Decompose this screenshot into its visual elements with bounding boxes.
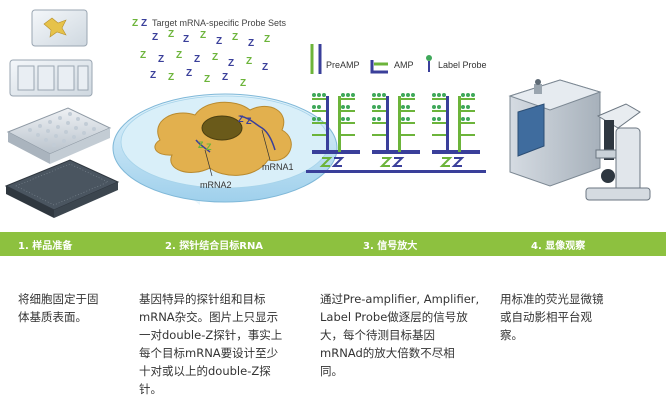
- preamp-label: PreAMP: [326, 60, 360, 70]
- svg-text:Z: Z: [152, 32, 158, 43]
- mrna1-label: mRNA1: [262, 162, 294, 172]
- svg-text:Z: Z: [168, 72, 174, 83]
- svg-text:Z: Z: [240, 78, 246, 89]
- svg-text:Z: Z: [168, 29, 174, 40]
- step-2-label: 2. 探针结合目标RNA: [165, 241, 264, 252]
- svg-text:Z: Z: [222, 72, 228, 83]
- description-line: Label Probe做逐层的信号放: [320, 310, 468, 324]
- step-1-description: 将细胞固定于固 体基质表面。: [18, 290, 133, 326]
- description-line: 同。: [320, 364, 343, 378]
- mrna1-strand: [239, 115, 276, 151]
- svg-text:Z: Z: [228, 58, 234, 69]
- description-line: 或自动影相平台观: [500, 310, 592, 324]
- cell-nucleus: [201, 115, 243, 141]
- description-line: 察。: [500, 328, 523, 342]
- description-line: mRNAd的放大倍数不尽相: [320, 346, 455, 360]
- step-4-description: 用标准的荧光显微镜 或自动影相平台观 察。: [500, 290, 650, 344]
- well-plate-icon: [6, 107, 112, 164]
- svg-text:Z: Z: [132, 18, 138, 29]
- step-3-label: 3. 信号放大: [363, 241, 418, 252]
- description-line: 大，每个待测目标基因: [320, 328, 435, 342]
- svg-text:Z: Z: [204, 74, 210, 85]
- imaging-station-icon: [508, 79, 602, 187]
- description-line: 通过Pre-amplifier, Amplifier,: [320, 292, 480, 306]
- amp-legend-icon: [370, 60, 388, 74]
- steps-bar: 1. 样品准备 2. 探针结合目标RNA 3. 信号放大 4. 显像观察: [0, 232, 666, 256]
- svg-text:Z: Z: [238, 114, 244, 124]
- chamber-slide-icon: [9, 59, 93, 97]
- svg-text:Z: Z: [206, 142, 212, 152]
- step-1-label: 1. 样品准备: [18, 241, 73, 252]
- svg-text:Z: Z: [140, 50, 146, 61]
- description-line: mRNA杂交。图片上只显示: [139, 310, 279, 324]
- amp-label: AMP: [394, 60, 414, 70]
- svg-text:Z: Z: [183, 34, 189, 45]
- slide-with-cell-icon: [31, 9, 88, 47]
- svg-text:Z: Z: [141, 18, 147, 29]
- svg-text:Z: Z: [264, 34, 270, 45]
- svg-text:Z: Z: [212, 52, 218, 63]
- svg-text:Z: Z: [216, 36, 222, 47]
- amplification-tree-2: [366, 93, 426, 173]
- svg-text:Z: Z: [246, 56, 252, 67]
- description-line: 基因特异的探针组和目标: [139, 292, 266, 306]
- svg-text:Z: Z: [232, 32, 238, 43]
- description-line: 十对或以上的double-Z探: [139, 364, 271, 378]
- svg-text:Z: Z: [248, 38, 254, 49]
- description-line: 针。: [139, 382, 162, 396]
- label-probe-label: Label Probe: [438, 60, 487, 70]
- svg-text:Z: Z: [158, 54, 164, 65]
- mrna2-strand: [195, 139, 211, 153]
- description-line: 用标准的荧光显微镜: [500, 292, 604, 306]
- svg-text:Z: Z: [194, 54, 200, 65]
- mrna2-label: mRNA2: [200, 180, 232, 190]
- svg-text:Z: Z: [150, 70, 156, 81]
- step-2-description: 基因特异的探针组和目标 mRNA杂交。图片上只显示 一对double-Z探针，事…: [139, 290, 299, 398]
- amplification-tree-1: [306, 93, 366, 173]
- probe-sets-label: Target mRNA-specific Probe Sets: [152, 18, 287, 28]
- description-line: 体基质表面。: [18, 310, 87, 324]
- svg-text:Z: Z: [246, 116, 252, 126]
- svg-text:Z: Z: [186, 68, 192, 79]
- microscope-icon: [585, 103, 651, 201]
- step-4-label: 4. 显像观察: [531, 241, 586, 252]
- svg-text:Z: Z: [262, 62, 268, 73]
- label-probe-legend-icon: [426, 55, 432, 72]
- amplification-tree-3: [426, 93, 486, 173]
- preamp-legend-icon: [310, 44, 322, 74]
- description-line: 每个目标mRNA要设计至少: [139, 346, 279, 360]
- svg-text:Z: Z: [200, 30, 206, 41]
- svg-text:Z: Z: [176, 50, 182, 61]
- svg-text:Z: Z: [198, 140, 204, 150]
- high-density-plate-icon: [4, 159, 120, 218]
- description-line: 一对double-Z探针，事实上: [139, 328, 283, 342]
- description-line: 将细胞固定于固: [18, 292, 99, 306]
- step-3-description: 通过Pre-amplifier, Amplifier, Label Probe做…: [320, 290, 495, 380]
